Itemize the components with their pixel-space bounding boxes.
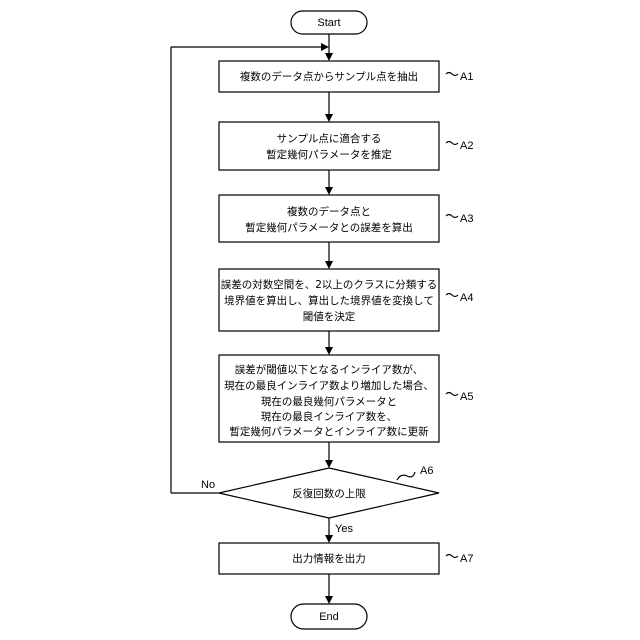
decision-text: 反復回数の上限: [292, 487, 366, 500]
step-a2-text-line: サンプル点に適合する: [277, 132, 382, 145]
arrowhead: [325, 535, 333, 543]
step-a1-text-line: 複数のデータ点からサンプル点を抽出: [240, 70, 418, 83]
ref-label-a2: A2: [460, 140, 473, 152]
ref-squiggle-a6: [397, 472, 415, 480]
start-label: Start: [317, 17, 340, 29]
step-a4-text-line: 境界値を算出し、算出した境界値を変換して: [224, 294, 434, 307]
step-a4-text-line: 誤差の対数空間を、2以上のクラスに分類する: [221, 278, 437, 291]
step-a5-text-line: 暫定幾何パラメータとインライア数に更新: [229, 425, 429, 438]
ref-label-a1: A1: [460, 71, 473, 83]
ref-squiggle-a3: [446, 215, 458, 218]
step-a5-text-line: 現在の最良インライア数より増加した場合、: [224, 379, 434, 392]
arrowhead: [321, 43, 329, 51]
no-label: No: [201, 479, 215, 491]
ref-label-a5: A5: [460, 391, 473, 403]
ref-label-a6: A6: [420, 465, 433, 477]
end-label: End: [319, 611, 339, 623]
step-a5-text-line: 現在の最良幾何パラメータと: [261, 395, 397, 408]
arrowhead: [325, 460, 333, 468]
step-box-a3: [219, 195, 439, 242]
final-step-text: 出力情報を出力: [292, 552, 366, 565]
arrowhead: [325, 347, 333, 355]
ref-squiggle-a7: [446, 555, 458, 558]
step-a5-text-line: 現在の最良インライア数を、: [261, 410, 398, 423]
ref-label-a7: A7: [460, 553, 473, 565]
ref-label-a4: A4: [460, 292, 473, 304]
step-a5-text-line: 誤差が閾値以下となるインライア数が、: [235, 363, 423, 376]
arrowhead: [325, 114, 333, 122]
arrowhead: [325, 187, 333, 195]
ref-squiggle-a5: [446, 393, 458, 396]
step-a2-text-line: 暫定幾何パラメータを推定: [266, 148, 392, 161]
step-a3-text-line: 複数のデータ点と: [287, 205, 371, 218]
step-a3-text-line: 暫定幾何パラメータとの誤差を算出: [245, 221, 413, 234]
ref-label-a3: A3: [460, 213, 473, 225]
step-a4-text-line: 閾値を決定: [303, 310, 356, 323]
ref-squiggle-a1: [446, 73, 458, 76]
step-box-a2: [219, 122, 439, 170]
arrowhead: [325, 596, 333, 604]
ref-squiggle-a2: [446, 142, 458, 145]
arrowhead: [325, 261, 333, 269]
ref-squiggle-a4: [446, 294, 458, 297]
arrowhead: [325, 53, 333, 61]
yes-label: Yes: [335, 523, 353, 535]
